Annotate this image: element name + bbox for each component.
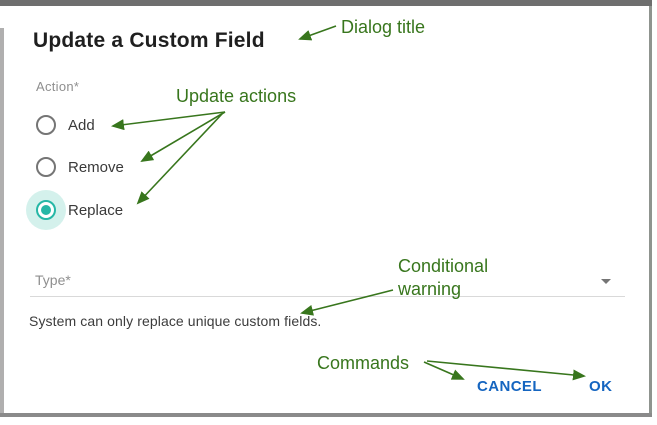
frame-border-right [649, 6, 652, 413]
radio-option-replace[interactable]: Replace [26, 190, 123, 230]
arrow-to-add-option [111, 111, 226, 131]
radio-icon [36, 115, 56, 135]
arrow-to-cancel-button [423, 361, 465, 380]
annotation-dialog-title: Dialog title [341, 17, 426, 37]
type-field-label: Type* [35, 272, 71, 288]
ok-button[interactable]: OK [589, 378, 613, 395]
dialog-title: Update a Custom Field [33, 29, 265, 52]
conditional-warning-text: System can only replace unique custom fi… [29, 313, 322, 329]
radio-option-label: Add [68, 116, 95, 134]
radio-option-add[interactable]: Add [26, 105, 95, 145]
arrow-to-replace-option [136, 113, 223, 205]
radio-option-remove[interactable]: Remove [26, 147, 124, 187]
radio-option-label: Remove [68, 158, 124, 176]
frame-border-top [0, 0, 652, 6]
annotation-update-actions: Update actions [176, 86, 297, 106]
cancel-button[interactable]: CANCEL [477, 378, 542, 395]
frame-border-bottom [0, 413, 652, 417]
frame-border-left [0, 28, 4, 413]
annotation-commands: Commands [317, 353, 410, 373]
type-select[interactable]: Type* [30, 268, 625, 297]
dropdown-caret-icon [601, 279, 611, 284]
radio-icon [36, 200, 56, 220]
arrow-to-remove-option [140, 111, 226, 163]
arrow-to-ok-button [426, 360, 586, 381]
radio-ripple [26, 105, 66, 145]
arrow-to-dialog-title [298, 25, 337, 41]
annotation-conditional-warning: Conditional warning [398, 256, 489, 299]
radio-ripple [26, 190, 66, 230]
radio-option-label: Replace [68, 201, 124, 219]
radio-ripple [26, 147, 66, 187]
radio-icon [36, 157, 56, 177]
action-field-label: Action* [36, 79, 80, 94]
